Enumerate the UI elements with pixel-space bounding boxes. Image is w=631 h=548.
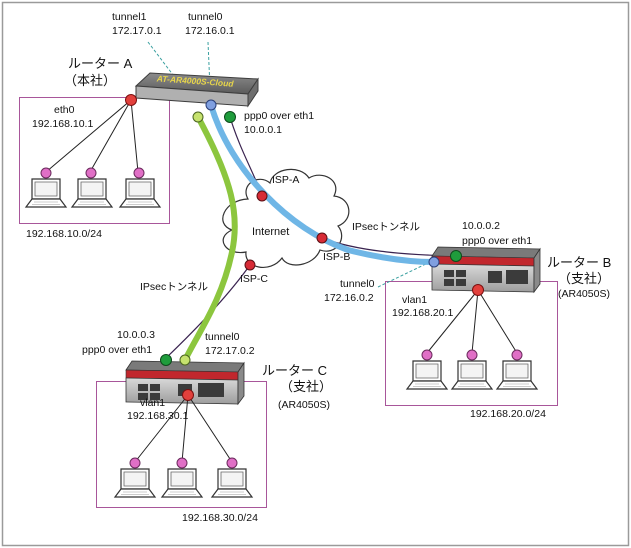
pc-node: [133, 167, 145, 179]
router-b-role: （支社）: [558, 271, 611, 286]
lan-links-b: [426, 289, 518, 354]
router-a-wan-ip: 10.0.0.1: [244, 124, 282, 136]
router-c-device: [125, 360, 245, 406]
router-b-wan-ip: 10.0.0.2: [462, 220, 500, 232]
isp-a-label: ISP-A: [272, 174, 300, 186]
router-b-name: ルーター B: [547, 255, 612, 270]
router-c-tunnel-name: tunnel0: [205, 331, 240, 343]
router-a-tunnel1-name: tunnel1: [112, 11, 147, 23]
router-b-ppp0-port: [450, 250, 462, 262]
router-a-tunnel0-endpoint: [205, 99, 217, 111]
pc-node: [511, 349, 523, 361]
router-a-eth0-port: [125, 94, 137, 106]
isp-b-point: [316, 232, 328, 244]
tunnel-ac-label: IPsecトンネル: [140, 281, 209, 293]
router-a-tunnel1-endpoint: [192, 111, 204, 123]
router-c-tunnel-ip: 172.17.0.2: [205, 345, 255, 357]
laptop-c-3: [211, 468, 253, 498]
laptop-b-3: [496, 360, 538, 390]
router-b-lan-ip: 192.168.20.1: [392, 307, 454, 319]
laptop-b-1: [406, 360, 448, 390]
pc-node: [421, 349, 433, 361]
laptop-a-1: [25, 178, 67, 208]
router-c-lan-ip: 192.168.30.1: [127, 410, 189, 422]
ipsec-tunnel-a-b: [208, 102, 437, 265]
router-c-role: （支社）: [280, 379, 333, 394]
router-c-wan-ip: 10.0.0.3: [117, 329, 155, 341]
lan-box-a: [19, 97, 170, 224]
laptop-a-2: [71, 178, 113, 208]
pc-node: [40, 167, 52, 179]
pc-node: [466, 349, 478, 361]
isp-c-label: ISP-C: [240, 273, 269, 285]
leader-tunnel0: [207, 41, 211, 89]
pc-node: [85, 167, 97, 179]
router-a-wan-if: ppp0 over eth1: [244, 110, 315, 122]
router-c-name: ルーター C: [262, 363, 328, 378]
router-b-tunnel-name: tunnel0: [340, 278, 375, 290]
router-c-model: (AR4050S): [278, 399, 330, 411]
router-a-role: （本社）: [64, 73, 117, 88]
router-b-wan-if: ppp0 over eth1: [462, 235, 533, 247]
router-c-lan-net: 192.168.30.0/24: [182, 512, 258, 524]
router-c-lan-if: vlan1: [140, 397, 166, 409]
router-a-name: ルーター A: [68, 56, 133, 71]
router-a-tunnel0-name: tunnel0: [188, 11, 223, 23]
router-c-vlan1-port: [182, 389, 194, 401]
router-a-tunnel0-ip: 172.16.0.1: [185, 25, 235, 37]
lan-links-a: [45, 99, 139, 173]
isp-c-point: [244, 259, 256, 271]
router-c-wan-if: ppp0 over eth1: [82, 344, 153, 356]
router-c-tunnel0-endpoint: [179, 354, 191, 366]
ipsec-tunnel-a-c: [182, 114, 238, 363]
router-b-lan-net: 192.168.20.0/24: [470, 408, 546, 420]
isp-a-point: [256, 190, 268, 202]
laptop-b-2: [451, 360, 493, 390]
internet-label: Internet: [252, 226, 290, 238]
router-b-tunnel-ip: 172.16.0.2: [324, 292, 374, 304]
pc-node: [226, 457, 238, 469]
pc-node: [176, 457, 188, 469]
tunnel-ab-label: IPsecトンネル: [352, 221, 421, 233]
pc-node: [129, 457, 141, 469]
router-a-ppp0-port: [224, 111, 236, 123]
isp-b-label: ISP-B: [323, 251, 351, 263]
router-b-device: [431, 246, 541, 294]
laptop-a-3: [119, 178, 161, 208]
router-a-device: AT-AR4000S-Cloud: [134, 72, 259, 108]
laptop-c-2: [161, 468, 203, 498]
lan-links-c: [134, 394, 233, 463]
router-b-tunnel0-endpoint: [428, 256, 440, 268]
router-b-lan-if: vlan1: [402, 294, 428, 306]
router-a-tunnel1-ip: 172.17.0.1: [112, 25, 162, 37]
laptop-c-1: [114, 468, 156, 498]
router-b-vlan1-port: [472, 284, 484, 296]
router-b-model: (AR4050S): [558, 288, 610, 300]
router-a-lan-ip: 192.168.10.1: [32, 118, 94, 130]
router-a-lan-net: 192.168.10.0/24: [26, 228, 102, 240]
router-c-ppp0-port: [160, 354, 172, 366]
router-a-lan-if: eth0: [54, 104, 75, 116]
